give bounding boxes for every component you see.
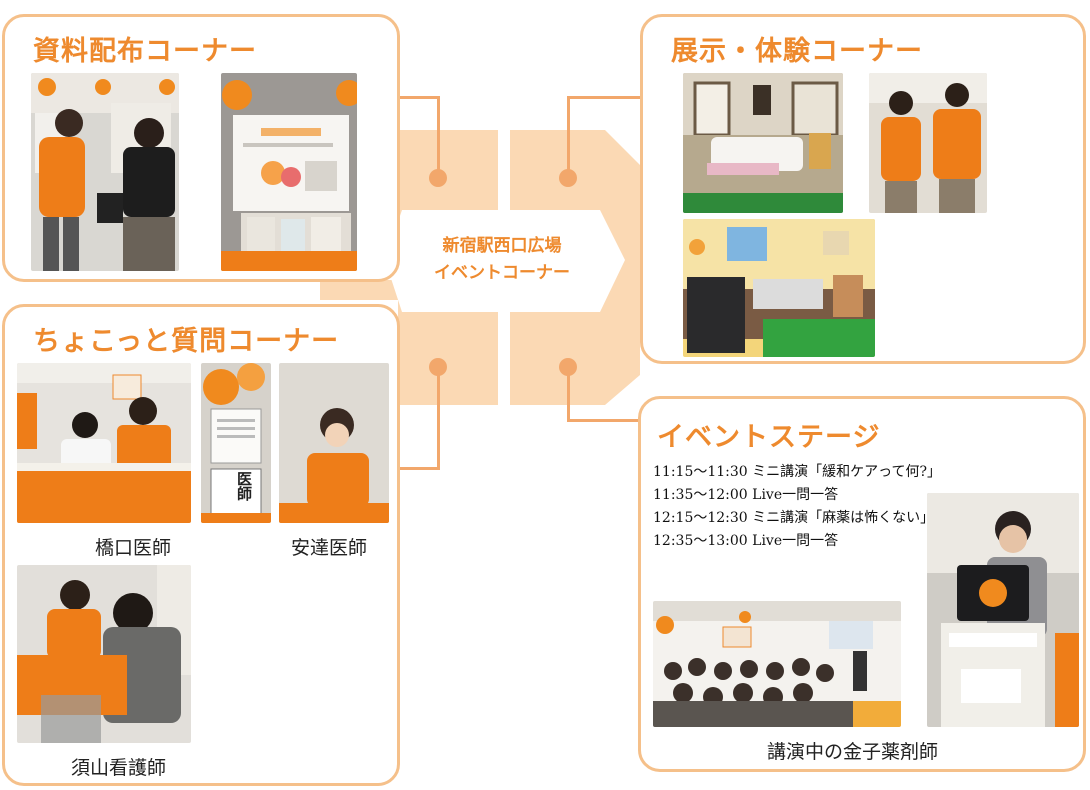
qa-caption-adachi: 安達医師 xyxy=(291,537,368,559)
schedule-item-3: 12:15～12:30 ミニ講演「麻薬は怖くない」 xyxy=(653,510,935,526)
exhibit-photo-staff xyxy=(869,73,987,213)
qa-photo-suyama xyxy=(17,565,191,743)
qa-photo-sign: 医師 xyxy=(201,363,271,523)
connector-dot-materials xyxy=(429,169,447,187)
stage-photo-speaker xyxy=(927,493,1079,727)
stage-schedule: 11:15～11:30 ミニ講演「緩和ケアって何?」 11:35～12:00 L… xyxy=(653,461,941,553)
hub-label-line1: 新宿駅西口広場 xyxy=(442,236,562,256)
stage-title: イベントステージ xyxy=(657,422,881,453)
hub-label-line2: イベントコーナー xyxy=(434,263,570,283)
schedule-item-1: 11:15～11:30 ミニ講演「緩和ケアって何?」 xyxy=(653,464,941,480)
qa-panel: ちょこっと質問コーナー 医師 xyxy=(2,304,400,786)
connector-dot-stage xyxy=(559,358,577,376)
materials-panel: 資料配布コーナー xyxy=(2,14,400,282)
schedule-item-4: 12:35～13:00 Live一問一答 xyxy=(653,533,839,549)
hub-left-tab xyxy=(320,280,400,300)
stage-photo-audience xyxy=(653,601,901,727)
connector-stage-h xyxy=(567,419,641,422)
stage-caption: 講演中の金子薬剤師 xyxy=(767,741,939,763)
materials-photo-visitors xyxy=(31,73,179,271)
connector-qa-v xyxy=(437,362,440,470)
connector-materials-h xyxy=(398,96,440,99)
qa-photo-hashiguchi xyxy=(17,363,191,523)
connector-qa-h xyxy=(398,467,440,470)
connector-dot-qa xyxy=(429,358,447,376)
qa-title: ちょこっと質問コーナー xyxy=(33,326,340,357)
materials-title: 資料配布コーナー xyxy=(33,36,257,67)
connector-dot-exhibit xyxy=(559,169,577,187)
exhibit-panel: 展示・体験コーナー xyxy=(640,14,1086,364)
connector-stage-v xyxy=(567,362,570,422)
hub-label-plate xyxy=(385,210,625,312)
qa-caption-suyama: 須山看護師 xyxy=(71,757,167,779)
qa-caption-hashiguchi: 橋口医師 xyxy=(95,537,172,559)
hub-label: 新宿駅西口広場 イベントコーナー xyxy=(402,233,602,287)
qa-photo-adachi xyxy=(279,363,389,523)
qa-sign-text: 医師 xyxy=(235,471,253,501)
connector-exhibit-h xyxy=(567,96,641,99)
exhibit-title: 展示・体験コーナー xyxy=(671,36,923,67)
connector-exhibit-v xyxy=(567,96,570,178)
exhibit-photo-living xyxy=(683,219,875,357)
materials-photo-booth xyxy=(221,73,357,271)
exhibit-photo-bedroom xyxy=(683,73,843,213)
schedule-item-2: 11:35～12:00 Live一問一答 xyxy=(653,487,839,503)
stage-panel: イベントステージ 11:15～11:30 ミニ講演「緩和ケアって何?」 11:3… xyxy=(638,396,1086,772)
connector-materials-v xyxy=(437,96,440,178)
